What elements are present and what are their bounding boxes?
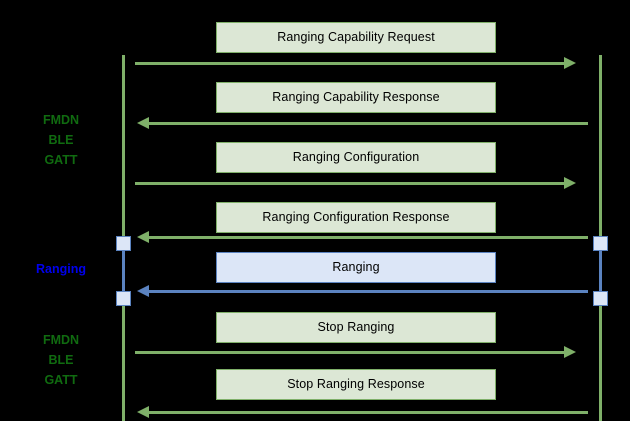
message-label-stop-ranging: Stop Ranging (317, 320, 395, 335)
message-box-ranging[interactable]: Ranging (216, 252, 496, 283)
message-label-ranging-configuration-response: Ranging Configuration Response (262, 210, 450, 225)
message-arrow-ranging-capability-response (147, 122, 588, 125)
arrow-head-right-ranging-configuration (564, 177, 576, 189)
message-box-ranging-capability-response[interactable]: Ranging Capability Response (216, 82, 496, 113)
phase-fmdn-ble-gatt-bottom: FMDN BLE GATT (42, 333, 80, 387)
activation-left-bar (122, 243, 125, 298)
message-label-stop-ranging-response: Stop Ranging Response (287, 377, 425, 392)
message-arrow-stop-ranging (135, 351, 566, 354)
message-arrow-ranging-capability-request (135, 62, 566, 65)
phase-ranging: Ranging (36, 262, 86, 276)
activation-right-start (593, 236, 608, 251)
arrow-head-right-stop-ranging (564, 346, 576, 358)
message-label-ranging: Ranging (332, 260, 380, 275)
phase-fmdn-ble-gatt-top: FMDN BLE GATT (42, 113, 80, 167)
arrow-head-left-stop-ranging-response (137, 406, 149, 418)
message-box-stop-ranging-response[interactable]: Stop Ranging Response (216, 369, 496, 400)
message-arrow-ranging-configuration (135, 182, 566, 185)
arrow-head-left-ranging (137, 285, 149, 297)
activation-right-end (593, 291, 608, 306)
arrow-head-right-ranging-capability-request (564, 57, 576, 69)
message-label-ranging-capability-response: Ranging Capability Response (272, 90, 440, 105)
message-box-ranging-configuration[interactable]: Ranging Configuration (216, 142, 496, 173)
message-arrow-ranging-configuration-response (147, 236, 588, 239)
activation-left-end (116, 291, 131, 306)
activation-right-bar (599, 243, 602, 298)
message-arrow-ranging (147, 290, 588, 293)
arrow-head-left-ranging-capability-response (137, 117, 149, 129)
message-label-ranging-capability-request: Ranging Capability Request (277, 30, 435, 45)
arrow-head-left-ranging-configuration-response (137, 231, 149, 243)
message-label-ranging-configuration: Ranging Configuration (292, 150, 420, 165)
message-box-stop-ranging[interactable]: Stop Ranging (216, 312, 496, 343)
activation-left-start (116, 236, 131, 251)
message-box-ranging-configuration-response[interactable]: Ranging Configuration Response (216, 202, 496, 233)
message-box-ranging-capability-request[interactable]: Ranging Capability Request (216, 22, 496, 53)
message-arrow-stop-ranging-response (147, 411, 588, 414)
